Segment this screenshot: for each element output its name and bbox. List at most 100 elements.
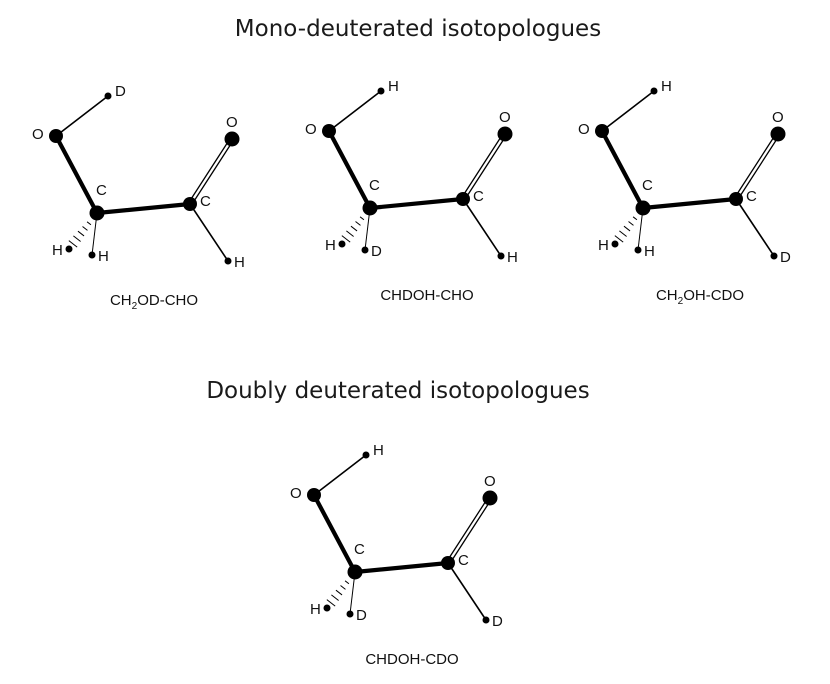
wedge-hash — [619, 230, 627, 237]
doubly-heading: Doubly deuterated isotopologues — [206, 378, 589, 404]
wedge-hash — [344, 580, 350, 585]
wedge-hash — [623, 225, 631, 232]
label-o-top: O — [290, 485, 302, 502]
atom-o-right — [770, 126, 786, 142]
molecule-caption: CH2OH-CDO — [656, 287, 744, 307]
atom-h-top — [362, 451, 370, 459]
bond-c-h — [447, 562, 487, 621]
bond-c-h — [735, 198, 775, 257]
molecule-caption: CHDOH-CHO — [380, 287, 473, 304]
label-h-left-a: H — [598, 237, 609, 254]
label-o-top: O — [578, 121, 590, 138]
label-c-left: C — [354, 541, 365, 558]
atom-o-top — [307, 488, 321, 502]
wedge-hash — [350, 225, 358, 232]
label-h-left-b: D — [371, 243, 382, 260]
label-c-left: C — [642, 177, 653, 194]
atom-o-top — [49, 129, 63, 143]
molecule-group: O D C C O H H H CH2OD-CHO O H C C O H D H CHDOH-CHO O H C C O H… — [32, 78, 791, 668]
label-o-right: O — [226, 114, 238, 131]
bond-c-o-double — [733, 132, 778, 199]
atom-h-left-b — [634, 246, 642, 254]
atom-c-right — [441, 556, 455, 570]
atom-h-top — [650, 87, 658, 95]
molecule-caption: CHDOH-CDO — [365, 651, 458, 668]
atom-c-left — [635, 200, 651, 216]
wedge-hash — [73, 235, 81, 242]
bond-c-c — [352, 560, 451, 575]
label-h-top: H — [661, 78, 672, 95]
label-h-left-b: H — [98, 248, 109, 265]
atom-c-right — [183, 197, 197, 211]
bond-c-o-double — [736, 134, 781, 201]
atom-o-top — [595, 124, 609, 138]
label-h-right: H — [234, 254, 245, 271]
bond-o-h — [55, 95, 109, 137]
wedge-hash — [359, 216, 365, 221]
wedge-hash — [82, 226, 88, 231]
label-o-top: O — [305, 121, 317, 138]
atom-h-top — [104, 92, 112, 100]
atom-o-right — [497, 126, 513, 142]
atom-h-right — [770, 252, 778, 260]
label-h-top: H — [388, 78, 399, 95]
wedge-hash — [326, 599, 336, 607]
label-o-right: O — [484, 473, 496, 490]
bond-c-o-double — [187, 137, 232, 204]
label-c-right: C — [473, 188, 484, 205]
atom-h-left-a — [65, 245, 73, 253]
label-c-left: C — [369, 177, 380, 194]
atom-o-right — [224, 131, 240, 147]
label-h-left-a: H — [310, 601, 321, 618]
label-h-top: H — [373, 442, 384, 459]
mono-heading: Mono-deuterated isotopologues — [235, 16, 601, 42]
bond-o-c — [53, 133, 100, 216]
label-h-right: H — [507, 249, 518, 266]
atom-o-right — [482, 490, 498, 506]
atom-h-left-b — [88, 251, 96, 259]
bond-c-c — [640, 196, 739, 211]
atom-h-right — [482, 616, 490, 624]
atom-c-left — [347, 564, 363, 580]
bond-c-h — [462, 198, 502, 257]
label-o-right: O — [772, 109, 784, 126]
wedge-hash — [86, 221, 92, 226]
atom-h-left-a — [323, 604, 331, 612]
bond-c-o-double — [448, 498, 493, 565]
atom-c-right — [456, 192, 470, 206]
molecule-chdoh-cdo: O H C C O H D D CHDOH-CDO — [290, 442, 503, 668]
bond-c-o-double — [463, 134, 508, 201]
wedge-hash — [335, 589, 343, 596]
bond-c-c — [94, 201, 193, 216]
atom-c-right — [729, 192, 743, 206]
bond-c-o-double — [460, 132, 505, 199]
label-o-top: O — [32, 126, 44, 143]
bond-o-h — [313, 454, 367, 496]
label-c-left: C — [96, 182, 107, 199]
label-h-right: D — [492, 613, 503, 630]
label-c-right: C — [458, 552, 469, 569]
wedge-hash — [628, 221, 634, 226]
bond-c-o-double — [190, 139, 235, 206]
wedge-hash — [68, 240, 78, 248]
label-h-right: D — [780, 249, 791, 266]
bond-o-c — [599, 128, 646, 211]
label-c-right: C — [746, 188, 757, 205]
atom-c-left — [89, 205, 105, 221]
label-h-left-b: D — [356, 607, 367, 624]
label-o-right: O — [499, 109, 511, 126]
atom-h-right — [497, 252, 505, 260]
label-c-right: C — [200, 193, 211, 210]
atom-o-top — [322, 124, 336, 138]
atom-h-top — [377, 87, 385, 95]
atom-h-right — [224, 257, 232, 265]
bond-o-c — [311, 492, 358, 575]
wedge-hash — [331, 594, 339, 601]
atom-h-left-a — [611, 240, 619, 248]
molecule-caption: CH2OD-CHO — [110, 292, 198, 312]
wedge-hash — [341, 235, 351, 243]
